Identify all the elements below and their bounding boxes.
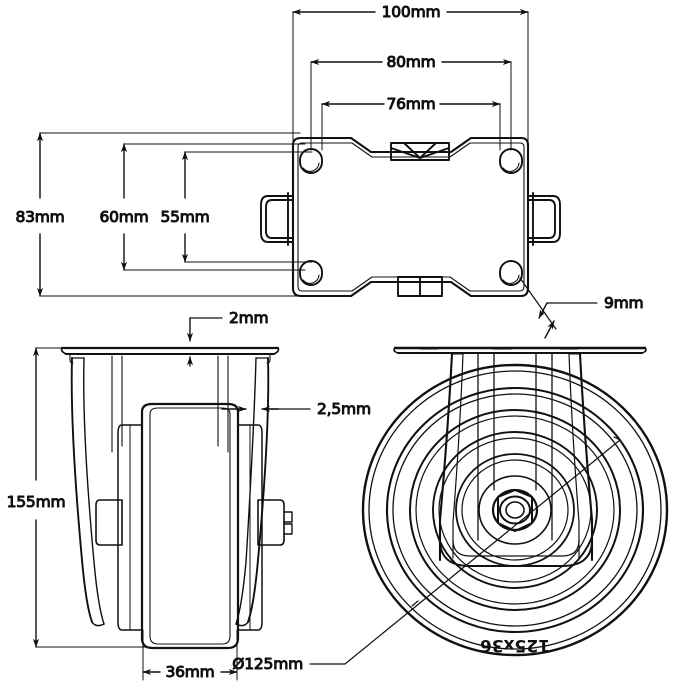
front-view-group: 125x36 [361, 346, 669, 657]
leader-diameter-125mm [309, 436, 621, 665]
dim-label-wheel-width: 36mm [165, 663, 214, 681]
front-plate [393, 346, 647, 355]
mounting-hole [299, 148, 323, 174]
hub-tab-bottom [397, 276, 443, 297]
dim-label-bolt-spacing-y-outer: 60mm [99, 208, 148, 226]
tread-size-text: 125x36 [480, 635, 550, 655]
top-view-horizontal-dims [292, 8, 529, 151]
wheel-tire [361, 363, 669, 657]
dim-label-bolt-spacing-inner: 76mm [386, 95, 435, 113]
top-view-group [260, 136, 561, 298]
mounting-hole-relief [302, 162, 520, 284]
plate-inner-edge [297, 142, 525, 292]
axle-hub-right [257, 499, 293, 546]
plate-outline [291, 136, 530, 298]
dim-line-2mm [186, 317, 223, 367]
dim-label-bolt-spacing-outer: 80mm [386, 53, 435, 71]
front-fork-leg-right [568, 352, 594, 562]
front-fork-bridge [439, 539, 593, 567]
dim-label-bolt-spacing-y-inner: 55mm [160, 208, 209, 226]
axle-hex-nut [491, 488, 539, 532]
wheel-rim-edge [117, 424, 263, 631]
leader-9mm [519, 277, 598, 339]
dim-label-fork-thickness: 2,5mm [317, 400, 371, 418]
dim-label-overall-height: 155mm [7, 493, 66, 511]
dim-label-plate-length: 100mm [382, 3, 441, 21]
axle-cap-left [260, 192, 294, 246]
mounting-hole [299, 260, 323, 286]
wheel-tread-face [140, 402, 240, 650]
dim-label-wheel-diameter: Ø125mm [232, 655, 303, 673]
hub-tab-top [390, 142, 450, 161]
axle-hub-left [95, 499, 123, 546]
dim-label-plate-width: 83mm [15, 208, 64, 226]
dim-label-hole-diameter: 9mm [604, 294, 643, 312]
dim-line-36mm [142, 629, 238, 681]
fork-leg-left [70, 357, 105, 627]
mounting-hole [499, 260, 523, 286]
front-fork-leg-left [438, 352, 464, 562]
fork-leg-right [235, 357, 270, 627]
front-fork-web [477, 353, 553, 541]
side-plate [60, 346, 280, 364]
axle-cap-right [527, 192, 561, 246]
dim-label-plate-thickness: 2mm [229, 309, 268, 327]
top-view-vertical-dims [36, 132, 313, 297]
dim-line-155mm [32, 347, 151, 648]
side-view-group [60, 346, 293, 650]
mounting-hole [499, 148, 523, 174]
tread-size-marking: 125x36 [480, 635, 550, 655]
